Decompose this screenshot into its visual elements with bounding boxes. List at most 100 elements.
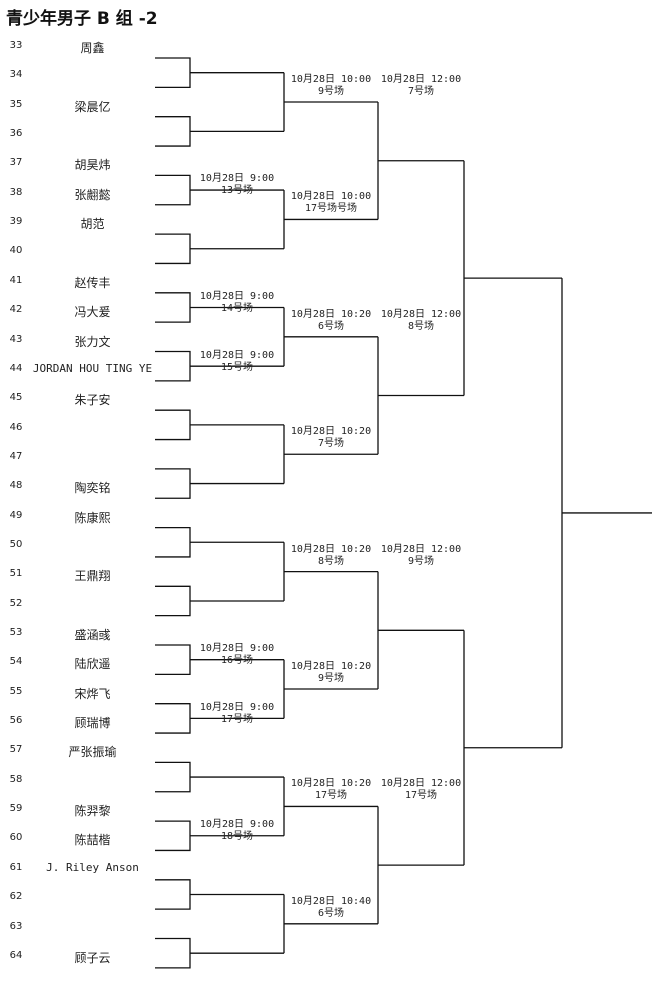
match-court: 13号场 (220, 185, 254, 197)
player-name: 胡昊炜 (74, 158, 111, 173)
seed-number: 60 (9, 832, 23, 844)
seed-number: 47 (9, 450, 23, 462)
player-name: 宋烨飞 (74, 686, 111, 701)
seed-number: 33 (9, 40, 23, 51)
match-court: 8号场 (317, 555, 345, 567)
seed-number: 48 (9, 480, 23, 492)
match-court: 17号场 (220, 713, 254, 725)
seed-number: 56 (9, 715, 23, 727)
match-time: 10月28日 9:00 (199, 290, 275, 302)
player-name: 盛涵彧 (74, 628, 111, 642)
match-time: 10月28日 10:40 (290, 895, 372, 907)
player-name: 张翽懿 (74, 187, 111, 202)
match-court: 9号场 (317, 86, 345, 98)
match-court: 17号场 (314, 790, 348, 802)
seed-number: 64 (9, 949, 23, 961)
player-name: 严张振瑜 (68, 745, 117, 760)
r1-bracket (155, 644, 191, 675)
match-court: 7号场 (407, 86, 435, 98)
seed-number: 54 (9, 656, 23, 668)
player-name: 顾瑞博 (74, 716, 111, 731)
seed-number: 61 (9, 861, 23, 873)
seed-number: 42 (9, 304, 23, 316)
match-time: 10月28日 10:00 (290, 191, 372, 203)
match-court: 18号场 (220, 831, 254, 843)
seed-number: 40 (9, 245, 23, 257)
player-name: 王鼎翔 (74, 569, 111, 584)
match-time: 10月28日 10:20 (290, 308, 372, 320)
seed-number: 36 (9, 128, 23, 140)
seed-number: 41 (9, 274, 23, 286)
r1-bracket (155, 468, 191, 499)
seed-number: 63 (9, 920, 23, 932)
seed-number: 45 (9, 392, 23, 404)
match-time: 10月28日 9:00 (199, 173, 275, 185)
player-name: 张力文 (74, 334, 111, 349)
match-time: 10月28日 12:00 (380, 74, 462, 86)
seed-number: 58 (9, 773, 23, 785)
r1-bracket (155, 409, 191, 441)
match-court: 6号场 (317, 320, 345, 332)
seed-number: 44 (9, 362, 23, 374)
match-time: 10月28日 12:00 (380, 308, 462, 320)
r1-bracket (155, 585, 191, 617)
r1-bracket (155, 761, 191, 793)
player-name: 陈羿黎 (74, 804, 111, 819)
r1-bracket (155, 116, 191, 147)
match-court: 17号场号场 (304, 203, 358, 215)
match-time: 10月28日 10:00 (290, 74, 372, 86)
seed-number: 35 (9, 98, 23, 110)
r1-bracket (155, 57, 191, 88)
seed-number: 34 (9, 69, 23, 81)
seed-number: 51 (9, 568, 23, 580)
seed-number: 59 (9, 803, 23, 815)
r1-bracket (155, 292, 191, 323)
seed-number: 46 (9, 421, 23, 433)
r1-bracket (155, 879, 191, 910)
player-name: 梁晨亿 (74, 99, 111, 114)
player-name: 冯大爰 (74, 305, 111, 320)
player-name: J. Riley Anson (46, 860, 139, 874)
player-name: 朱子安 (74, 393, 111, 408)
match-time: 10月28日 12:00 (380, 778, 462, 790)
match-time: 10月28日 10:20 (290, 426, 372, 438)
player-name: 陈喆楷 (74, 833, 111, 848)
match-court: 16号场 (220, 655, 254, 666)
seed-number: 37 (9, 157, 23, 169)
match-court: 15号场 (220, 361, 254, 373)
match-time: 10月28日 9:00 (199, 643, 275, 654)
player-name: 陶奕铭 (74, 481, 111, 496)
player-name: 顾子云 (74, 950, 111, 965)
player-name: JORDAN HOU TING YE (32, 361, 153, 375)
match-court: 9号场 (407, 555, 435, 567)
seed-number: 50 (9, 538, 23, 550)
r1-bracket (155, 703, 191, 734)
match-time: 10月28日 10:20 (290, 778, 372, 790)
r1-bracket (155, 820, 191, 852)
match-court: 7号场 (317, 438, 345, 450)
match-time: 10月28日 9:00 (199, 701, 275, 713)
player-name: 陈康熙 (74, 510, 111, 525)
match-court: 6号场 (317, 907, 345, 919)
r1-bracket (155, 526, 191, 558)
player-name: 陆欣遥 (74, 657, 111, 672)
seed-number: 57 (9, 744, 23, 756)
seed-number: 39 (9, 216, 23, 228)
match-time: 10月28日 9:00 (199, 349, 275, 361)
